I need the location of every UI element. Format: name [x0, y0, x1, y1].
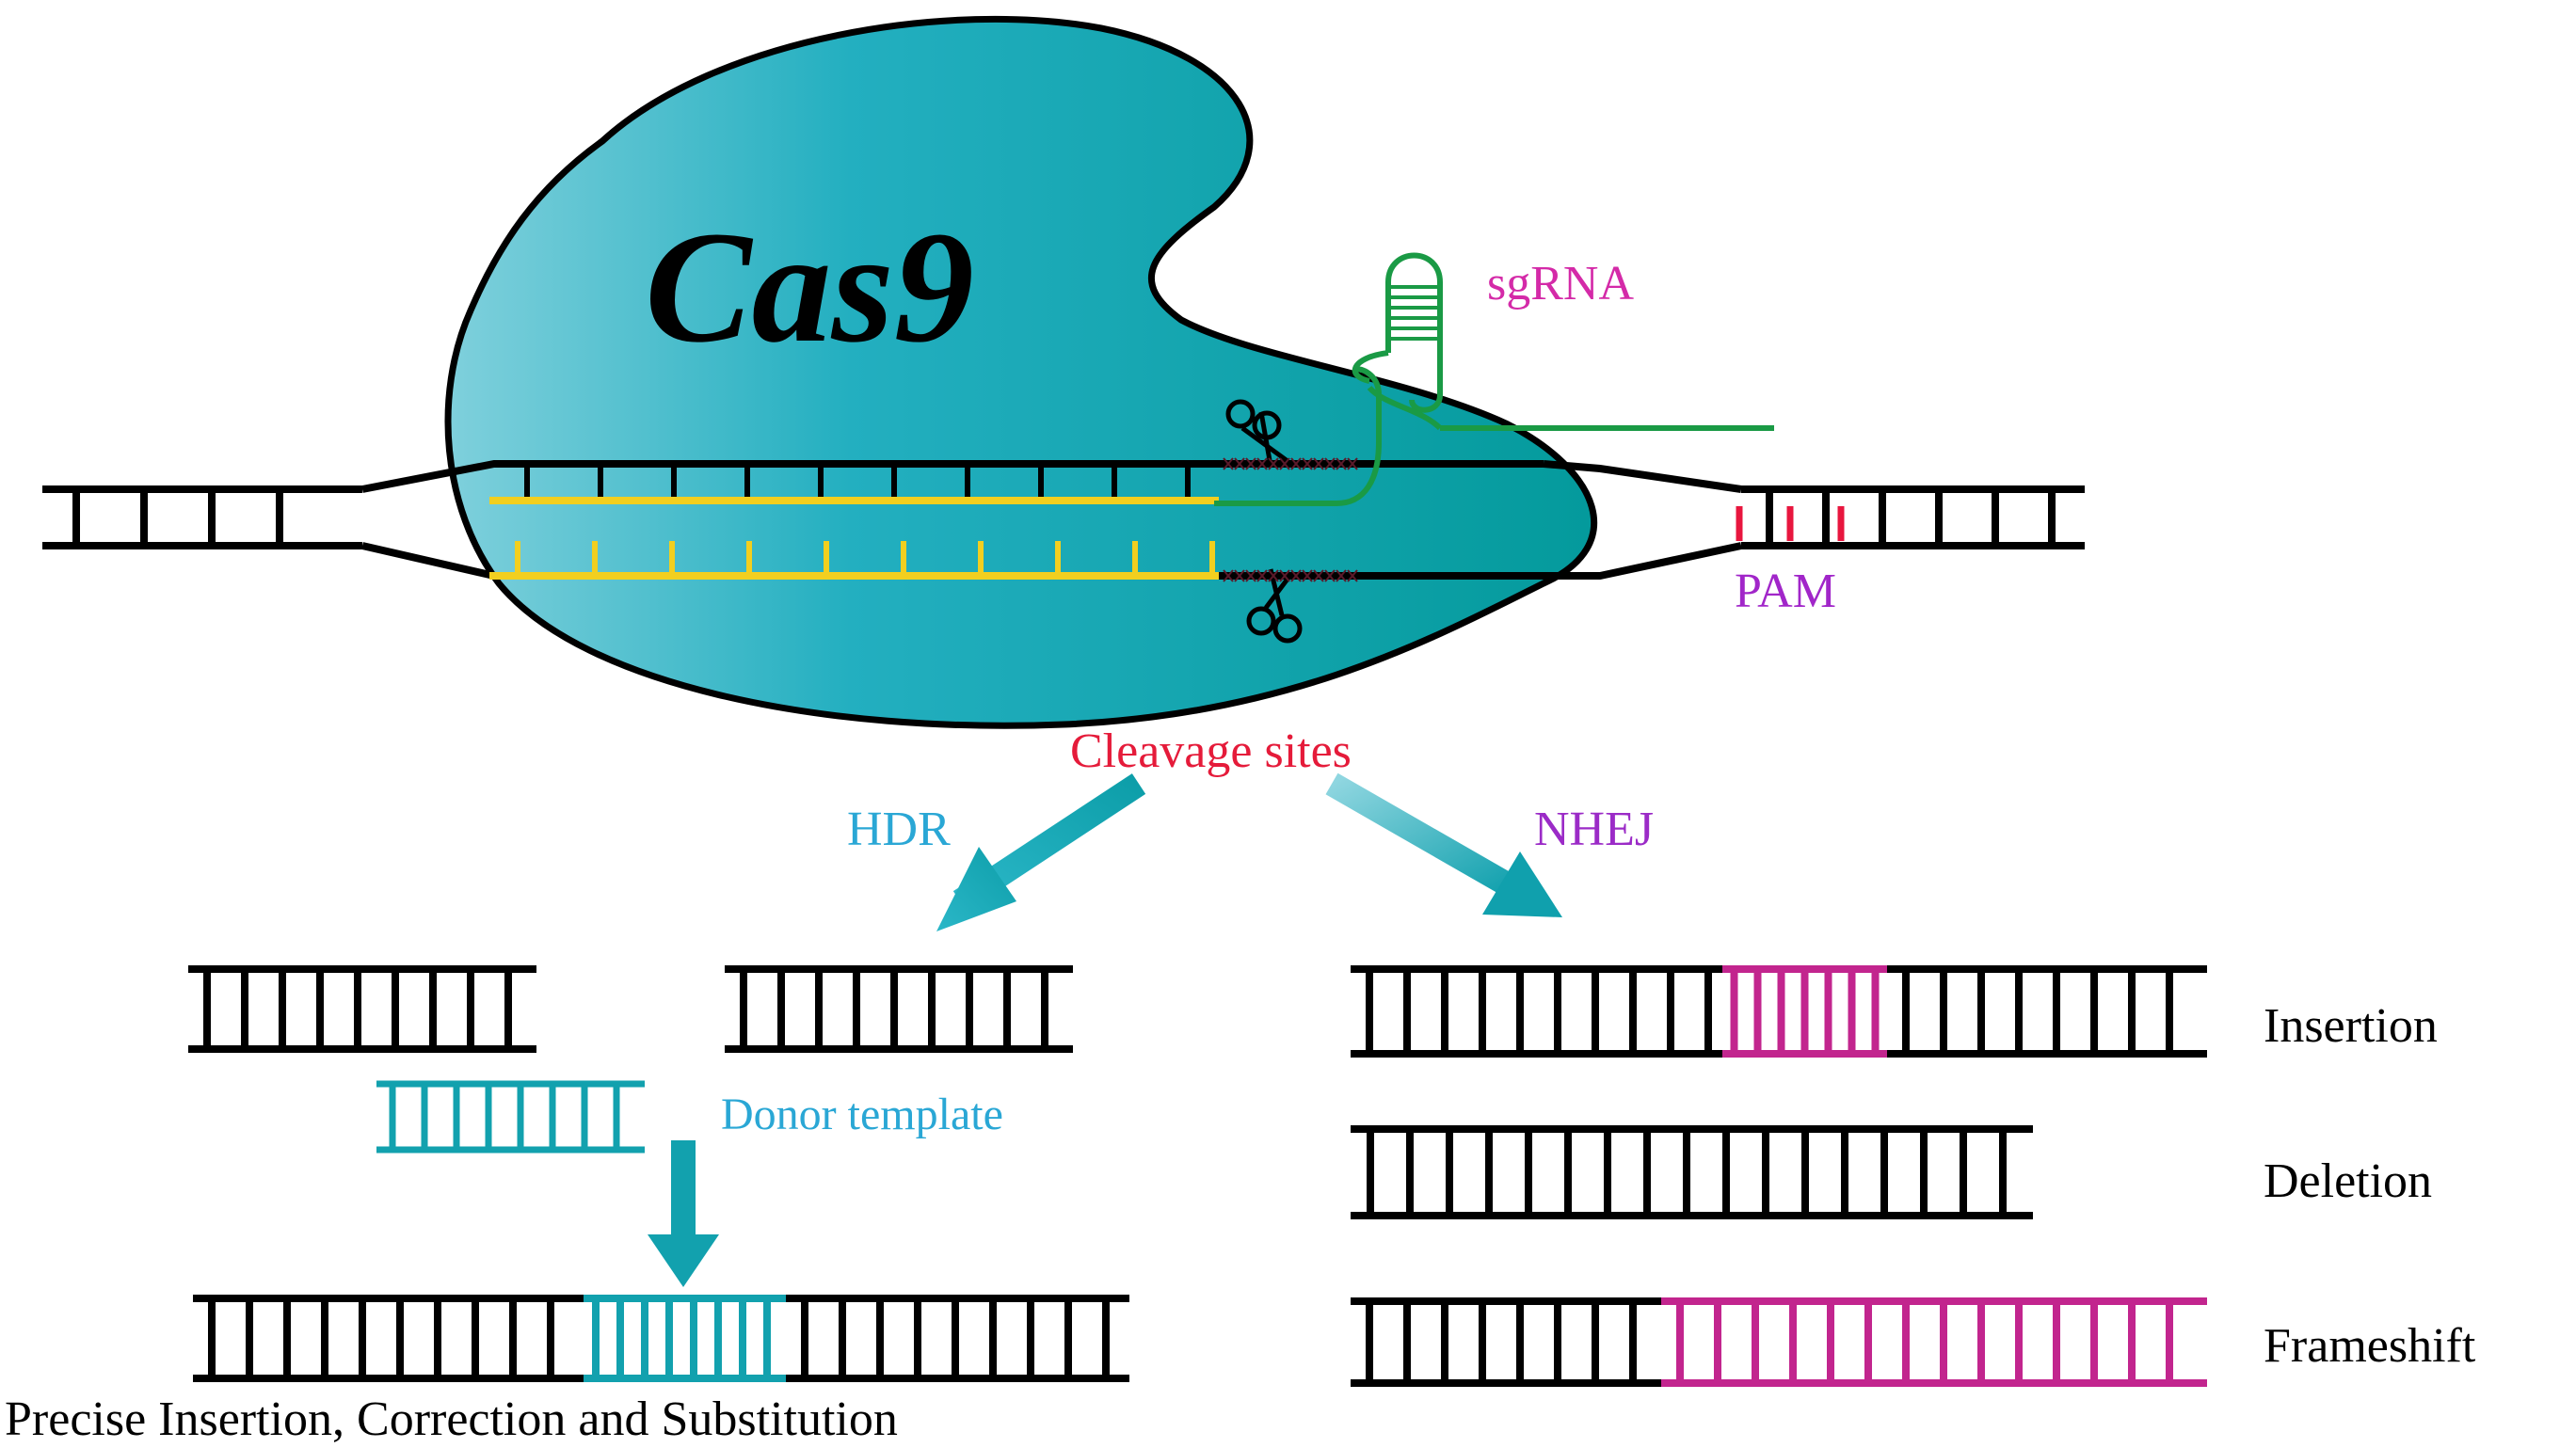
- cut-hatch: [1347, 569, 1358, 582]
- dna-upper-strand: [1543, 460, 1742, 493]
- hdr-repair: [188, 965, 1129, 1382]
- broken-dna-left: [188, 965, 536, 1053]
- cut-hatch: [1268, 569, 1279, 582]
- cleavage-sites-label: Cleavage sites: [1070, 724, 1352, 778]
- cut-hatch: [1234, 457, 1245, 470]
- insertion-dna-left: [1351, 965, 1722, 1058]
- cut-hatch: [1302, 457, 1313, 470]
- frameshift-dna-shifted: [1661, 1297, 2207, 1387]
- cut-hatch: [1245, 569, 1256, 582]
- cleavage-marks: [1223, 457, 1358, 582]
- repaired-dna-left: [193, 1295, 584, 1382]
- cut-hatch: [1256, 569, 1268, 582]
- nhej-repair: [1351, 965, 2207, 1387]
- cut-hatch: [1313, 457, 1324, 470]
- dna-left-flank: [42, 485, 362, 549]
- insertion-label: Insertion: [2264, 999, 2438, 1053]
- cut-hatch: [1234, 569, 1245, 582]
- cut-hatch: [1256, 457, 1268, 470]
- cut-hatch: [1336, 457, 1347, 470]
- cut-hatch: [1279, 569, 1290, 582]
- cut-hatch: [1245, 457, 1256, 470]
- cut-hatch: [1223, 569, 1234, 582]
- insertion-dna-right: [1887, 965, 2207, 1058]
- cut-hatch: [1279, 457, 1290, 470]
- cut-hatch: [1223, 457, 1234, 470]
- dna-lower-strand: [361, 542, 1742, 580]
- cas9-label: Cas9: [645, 199, 974, 375]
- donor-template-label: Donor template: [721, 1090, 1003, 1139]
- pam-label: PAM: [1735, 565, 1836, 618]
- target-dna: [42, 460, 2085, 580]
- cut-hatch: [1324, 457, 1336, 470]
- cut-hatch: [1268, 457, 1279, 470]
- cut-hatch: [1302, 569, 1313, 582]
- cut-hatch: [1347, 457, 1358, 470]
- cas9-protein: [444, 15, 1597, 729]
- cut-hatch: [1313, 569, 1324, 582]
- nhej-arrow: [1325, 772, 1562, 917]
- donor-template: [376, 1080, 645, 1154]
- hdr-arrow: [936, 773, 1146, 931]
- sgrna-label: sgRNA: [1487, 257, 1634, 310]
- cut-hatch: [1336, 569, 1347, 582]
- deletion-label: Deletion: [2264, 1154, 2432, 1208]
- repaired-dna-donor: [584, 1295, 786, 1382]
- dna-right-flank: [1741, 485, 2085, 549]
- sgrna-strand: [1214, 252, 1774, 506]
- cut-hatch: [1290, 457, 1302, 470]
- cut-hatch: [1290, 569, 1302, 582]
- repaired-dna-right: [786, 1295, 1129, 1382]
- hdr-label: HDR: [847, 803, 951, 856]
- broken-dna-right: [725, 965, 1073, 1053]
- repair-arrow: [648, 1140, 719, 1287]
- precise-outcome-label: Precise Insertion, Correction and Substi…: [5, 1392, 898, 1446]
- frameshift-label: Frameshift: [2264, 1319, 2476, 1373]
- nhej-label: NHEJ: [1534, 803, 1654, 856]
- insertion-dna-insert: [1722, 965, 1887, 1058]
- sgrna-hairpin: [1391, 285, 1437, 341]
- dna-upper-strand: [361, 460, 1544, 493]
- deletion-dna: [1351, 1125, 2033, 1219]
- frameshift-dna-left: [1351, 1297, 1661, 1387]
- cut-hatch: [1324, 569, 1336, 582]
- scissors-icon: [1225, 399, 1289, 467]
